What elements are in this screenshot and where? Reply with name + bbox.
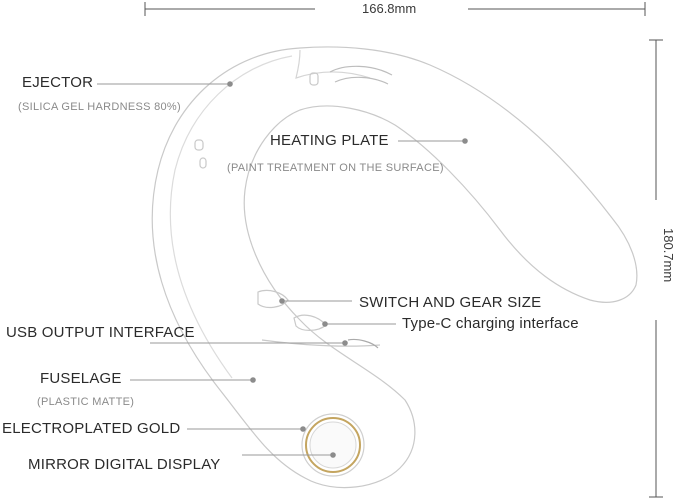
type-c-label: Type-C charging interface (402, 315, 579, 332)
electroplated-gold-label: ELECTROPLATED GOLD (2, 420, 181, 437)
usb-output-dot (342, 340, 348, 346)
switch-dot (279, 298, 285, 304)
fuselage-note: (PLASTIC MATTE) (37, 396, 135, 408)
electroplated-dot (300, 426, 306, 432)
width-dimension-text: 166.8mm (362, 1, 417, 16)
ejector-note: (SILICA GEL HARDNESS 80%) (18, 101, 181, 113)
mirror-display-label: MIRROR DIGITAL DISPLAY (28, 456, 221, 473)
height-dimension-line (649, 39, 663, 498)
switch-gear-label: SWITCH AND GEAR SIZE (359, 294, 542, 311)
type-c-dot (322, 321, 328, 327)
heating-plate-label: HEATING PLATE (270, 132, 389, 149)
leader-lines (97, 83, 465, 456)
width-dimension-line (144, 2, 646, 16)
heating-plate-note: (PAINT TREATMENT ON THE SURFACE) (227, 162, 444, 174)
anchor-dots (227, 81, 468, 458)
usb-output-label: USB OUTPUT INTERFACE (6, 324, 195, 341)
mirror-display-dot (330, 452, 336, 458)
height-dimension-text: 180.7mm (661, 228, 676, 283)
heating-plate-dot (462, 138, 468, 144)
fuselage-dot (250, 377, 256, 383)
fuselage-label: FUSELAGE (40, 370, 122, 387)
ejector-label: EJECTOR (22, 74, 94, 91)
ejector-dot (227, 81, 233, 87)
mirror-display (301, 413, 365, 477)
device-body (151, 46, 638, 489)
